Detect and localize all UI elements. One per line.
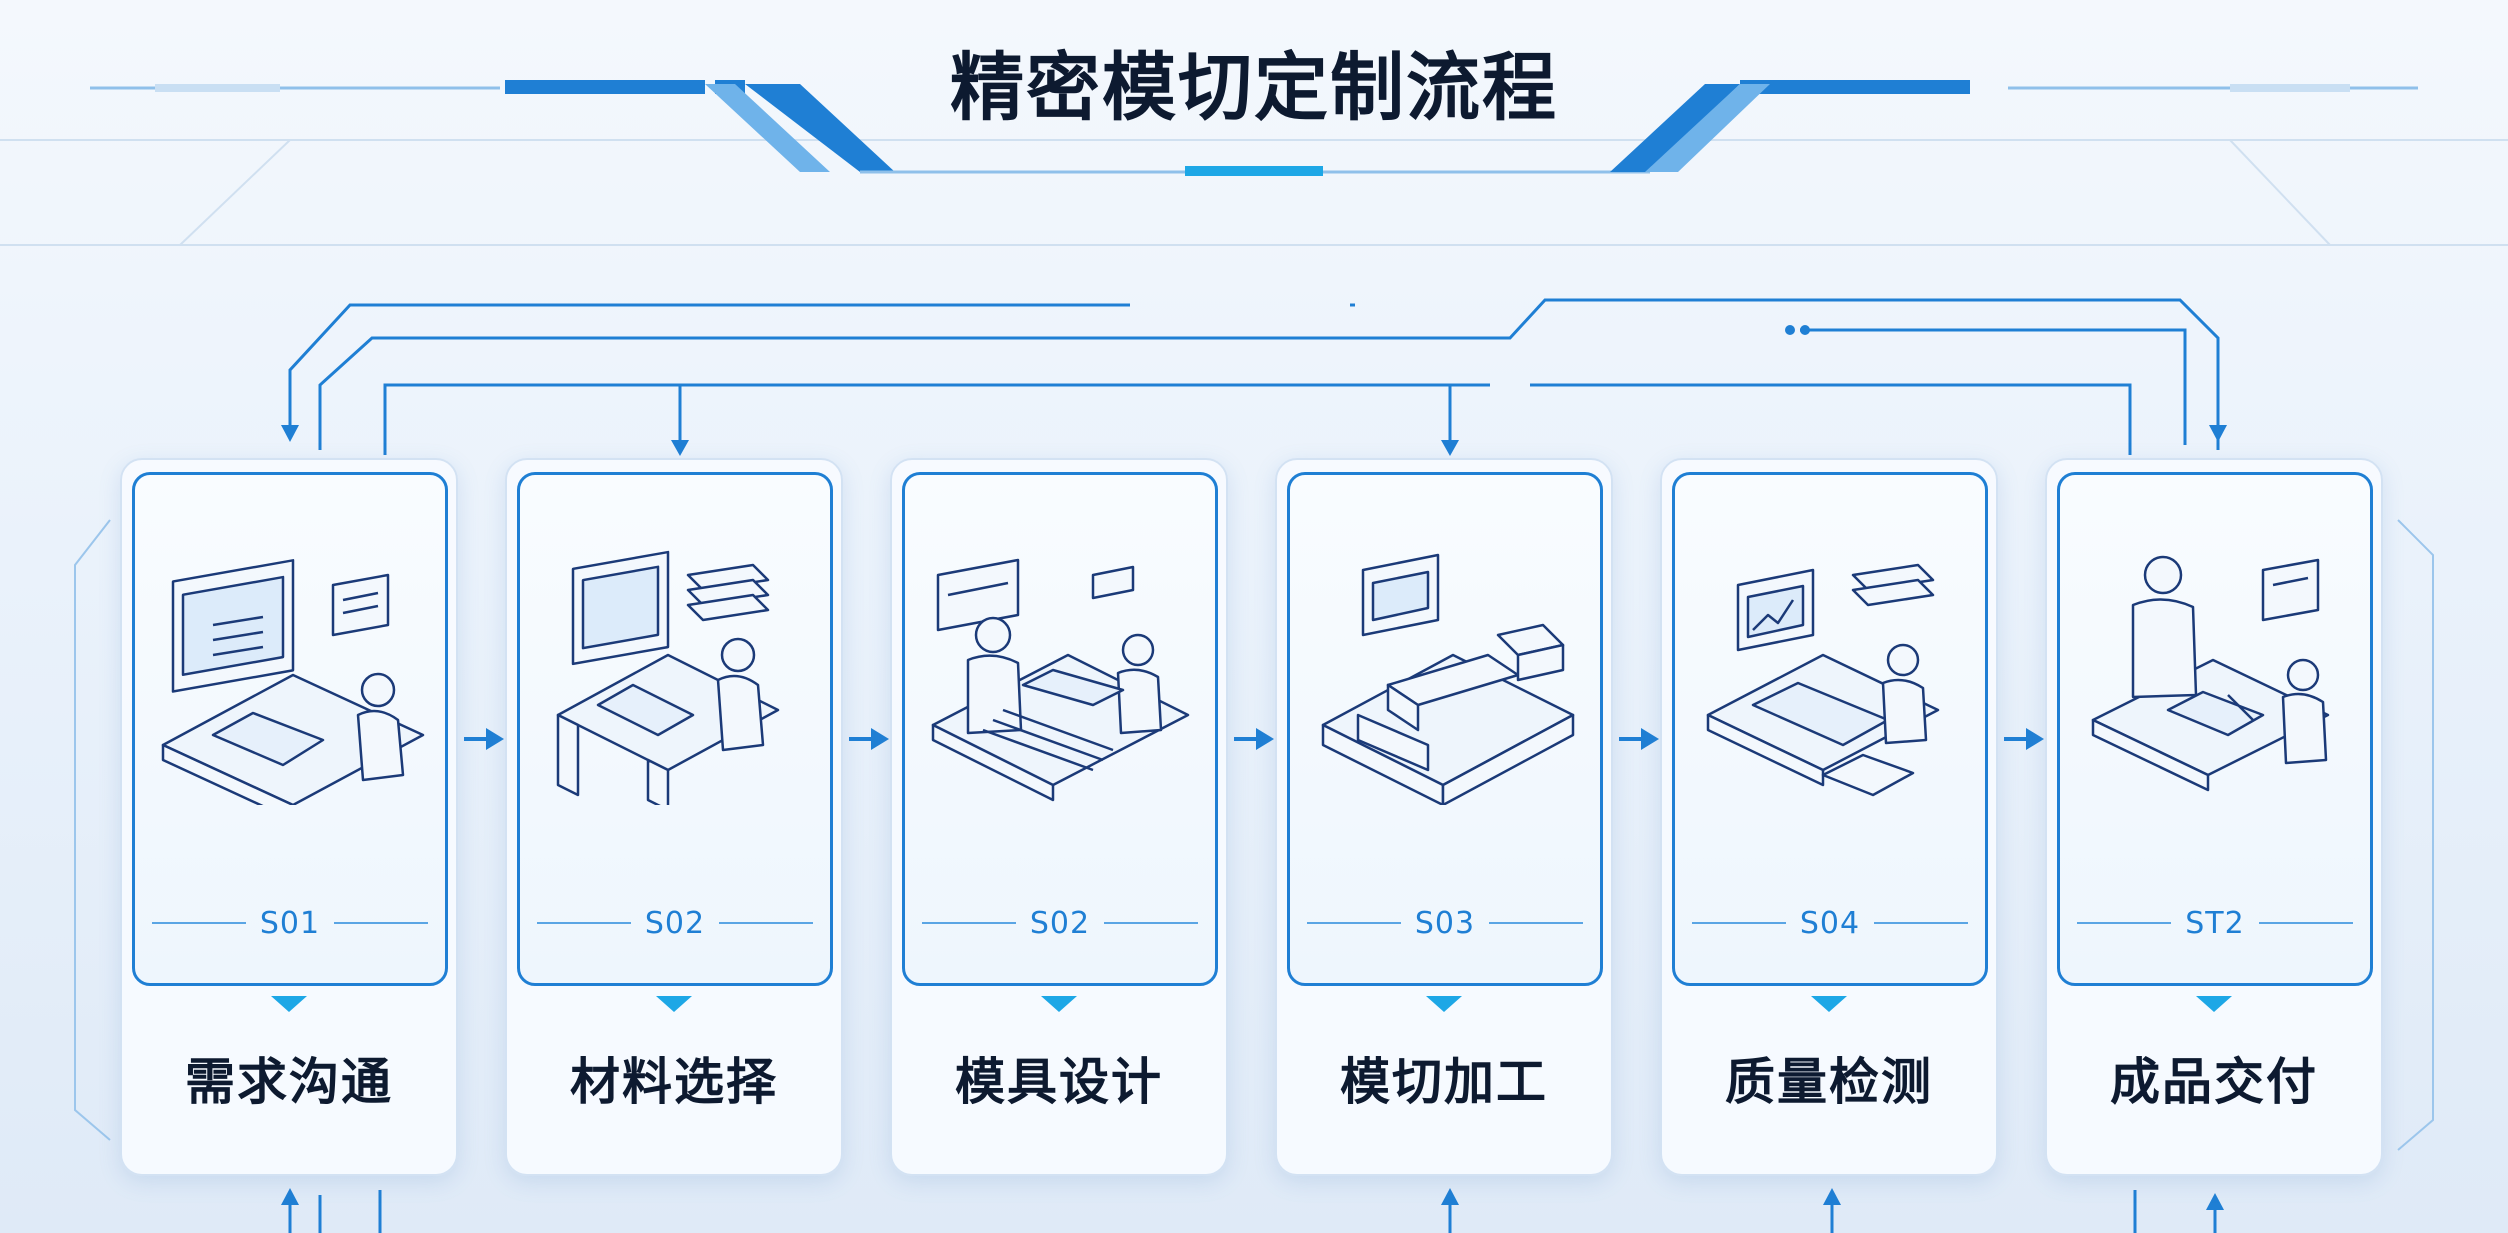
step-label: 材料选择	[570, 1053, 778, 1111]
step-code: S02	[644, 905, 706, 941]
step-code-row: S03	[1290, 903, 1600, 943]
step-label: 质量检测	[1725, 1053, 1933, 1111]
step-notch	[1041, 996, 1077, 1012]
step-card-6: ST2 成品交付	[2045, 458, 2383, 1176]
step-panel: ST2	[2057, 472, 2373, 986]
step-panel: S02	[902, 472, 1218, 986]
step-code-row: S04	[1675, 903, 1985, 943]
step-divider-right	[1489, 922, 1584, 924]
material-stack-workstation-icon	[556, 550, 780, 805]
step-panel: S02	[517, 472, 833, 986]
step-code: ST2	[2185, 905, 2245, 941]
flow-arrow-icon	[1619, 728, 1659, 750]
step-divider-left	[536, 922, 631, 924]
step-divider-right	[334, 922, 429, 924]
step-divider-left	[1691, 922, 1786, 924]
step-card-3: S02 模具设计	[890, 458, 1228, 1176]
step-card-5: S04 质量检测	[1660, 458, 1998, 1176]
step-code: S03	[1414, 905, 1476, 941]
step-divider-right	[1874, 922, 1969, 924]
step-card-4: S03 模切加工	[1275, 458, 1613, 1176]
quality-inspection-icon	[1706, 563, 1940, 797]
step-panel: S01	[132, 472, 448, 986]
step-divider-left	[151, 922, 246, 924]
step-code-row: S02	[520, 903, 830, 943]
step-notch	[1426, 996, 1462, 1012]
page-title: 精密模切定制流程	[950, 45, 1558, 131]
flow-arrow-icon	[849, 728, 889, 750]
step-divider-right	[719, 922, 814, 924]
step-label: 成品交付	[2110, 1053, 2318, 1111]
step-notch	[656, 996, 692, 1012]
step-code: S01	[259, 905, 321, 941]
step-divider-right	[2258, 922, 2353, 924]
step-code: S04	[1799, 905, 1861, 941]
step-notch	[271, 996, 307, 1012]
step-code-row: ST2	[2060, 903, 2370, 943]
step-divider-right	[1104, 922, 1199, 924]
delivery-handover-icon	[2091, 555, 2330, 792]
step-label: 模具设计	[955, 1053, 1163, 1111]
step-code-row: S02	[905, 903, 1215, 943]
die-cutting-machine-icon	[1321, 553, 1575, 805]
step-notch	[2196, 996, 2232, 1012]
flow-arrow-icon	[1234, 728, 1274, 750]
mold-design-team-icon	[931, 558, 1190, 802]
step-panel: S04	[1672, 472, 1988, 986]
step-card-2: S02 材料选择	[505, 458, 843, 1176]
step-code-row: S01	[135, 903, 445, 943]
step-panel: S03	[1287, 472, 1603, 986]
step-label: 需求沟通	[185, 1053, 393, 1111]
step-divider-left	[2077, 922, 2172, 924]
step-divider-left	[1306, 922, 1401, 924]
step-label: 模切加工	[1340, 1053, 1548, 1111]
step-code: S02	[1029, 905, 1091, 941]
step-card-1: S01 需求沟通	[120, 458, 458, 1176]
flow-arrow-icon	[464, 728, 504, 750]
step-notch	[1811, 996, 1847, 1012]
computer-workstation-icon	[161, 559, 425, 805]
step-divider-left	[921, 922, 1016, 924]
flow-arrow-icon	[2004, 728, 2044, 750]
